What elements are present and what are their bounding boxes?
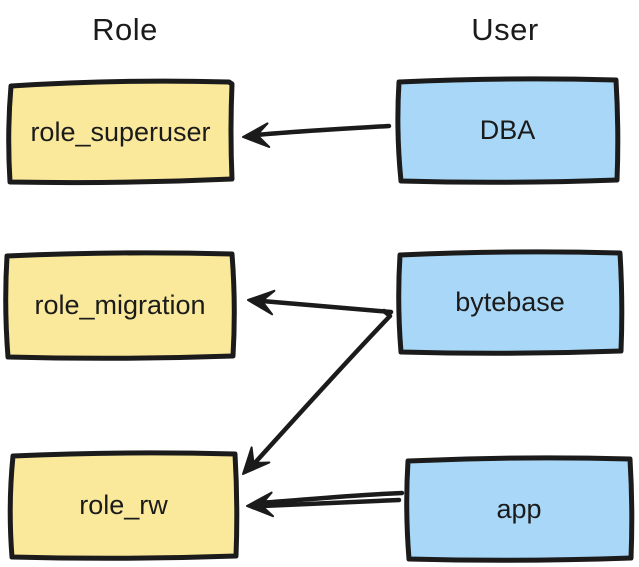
node-user-dba: DBA (479, 115, 536, 145)
node-role-superuser-shape (6, 78, 235, 186)
column-header-role: Role (92, 12, 158, 47)
node-role-rw: role_rw (79, 490, 168, 520)
node-user-app-shape (404, 455, 635, 563)
arrow-bytebase-to-role-rw (242, 308, 393, 475)
node-user-bytebase: bytebase (455, 287, 565, 317)
arrow-bytebase-to-role-migration (247, 289, 394, 316)
node-role-migration-shape (3, 250, 237, 361)
node-role-migration: role_migration (34, 290, 206, 320)
arrow-dba-to-role-superuser (242, 122, 392, 148)
node-user-bytebase-shape (396, 249, 625, 356)
node-user-dba-shape (395, 76, 621, 185)
node-user-app: app (496, 493, 542, 524)
node-role-rw-shape (7, 450, 240, 561)
column-header-user: User (471, 12, 539, 47)
node-role-superuser: role_superuser (30, 116, 211, 147)
arrow-app-to-role-rw (246, 490, 405, 518)
